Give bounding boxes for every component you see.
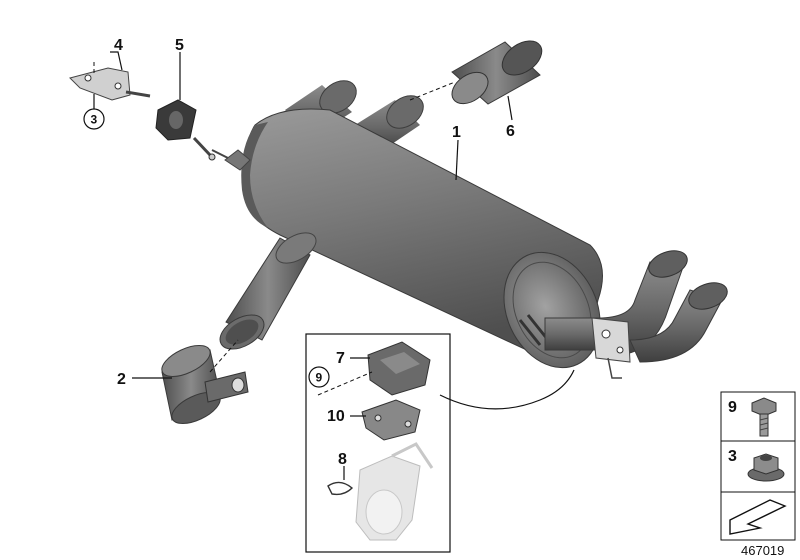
legend-label-9: 9 bbox=[728, 399, 737, 416]
callout-9-circle bbox=[308, 366, 330, 388]
assembly-line-2 bbox=[209, 339, 239, 373]
callout-5: 5 bbox=[175, 37, 184, 54]
leader-6 bbox=[507, 95, 513, 121]
leader-1 bbox=[455, 139, 459, 181]
callout-6: 6 bbox=[506, 123, 515, 140]
assembly-line-6 bbox=[409, 81, 456, 101]
assembly-line-9 bbox=[317, 371, 373, 396]
callout-3: 3 bbox=[91, 113, 98, 127]
legend-panel: 9 3 bbox=[720, 391, 796, 541]
hanger-bracket bbox=[69, 67, 151, 101]
callout-8: 8 bbox=[338, 451, 347, 468]
valve-bracket-ghost bbox=[355, 442, 434, 541]
callout-1: 1 bbox=[452, 124, 461, 141]
detail-connector bbox=[439, 369, 575, 410]
detail-box bbox=[305, 333, 451, 553]
mounting-plate bbox=[361, 399, 421, 441]
leader-4 bbox=[110, 51, 123, 71]
callout-7: 7 bbox=[336, 350, 345, 367]
rubber-mount bbox=[155, 99, 216, 161]
callout-9: 9 bbox=[316, 371, 323, 385]
silencer-inlet-pipe bbox=[219, 232, 317, 350]
callout-4: 4 bbox=[114, 37, 123, 54]
callout-10: 10 bbox=[327, 408, 345, 425]
pipe-sleeve bbox=[451, 40, 543, 105]
flap-actuator bbox=[367, 341, 431, 396]
tailpipe-dual-outlet bbox=[544, 250, 728, 379]
flange-nut-icon bbox=[747, 453, 785, 482]
pipe-clamp bbox=[161, 345, 249, 424]
spring-clip bbox=[327, 481, 354, 496]
legend-label-3: 3 bbox=[728, 448, 737, 465]
diagram-number: 467019 bbox=[741, 543, 784, 558]
callout-3-circle bbox=[83, 108, 105, 130]
bolt-icon bbox=[751, 397, 777, 437]
direction-arrow-icon bbox=[729, 499, 787, 535]
callout-2: 2 bbox=[117, 371, 126, 388]
rear-silencer bbox=[211, 80, 603, 369]
